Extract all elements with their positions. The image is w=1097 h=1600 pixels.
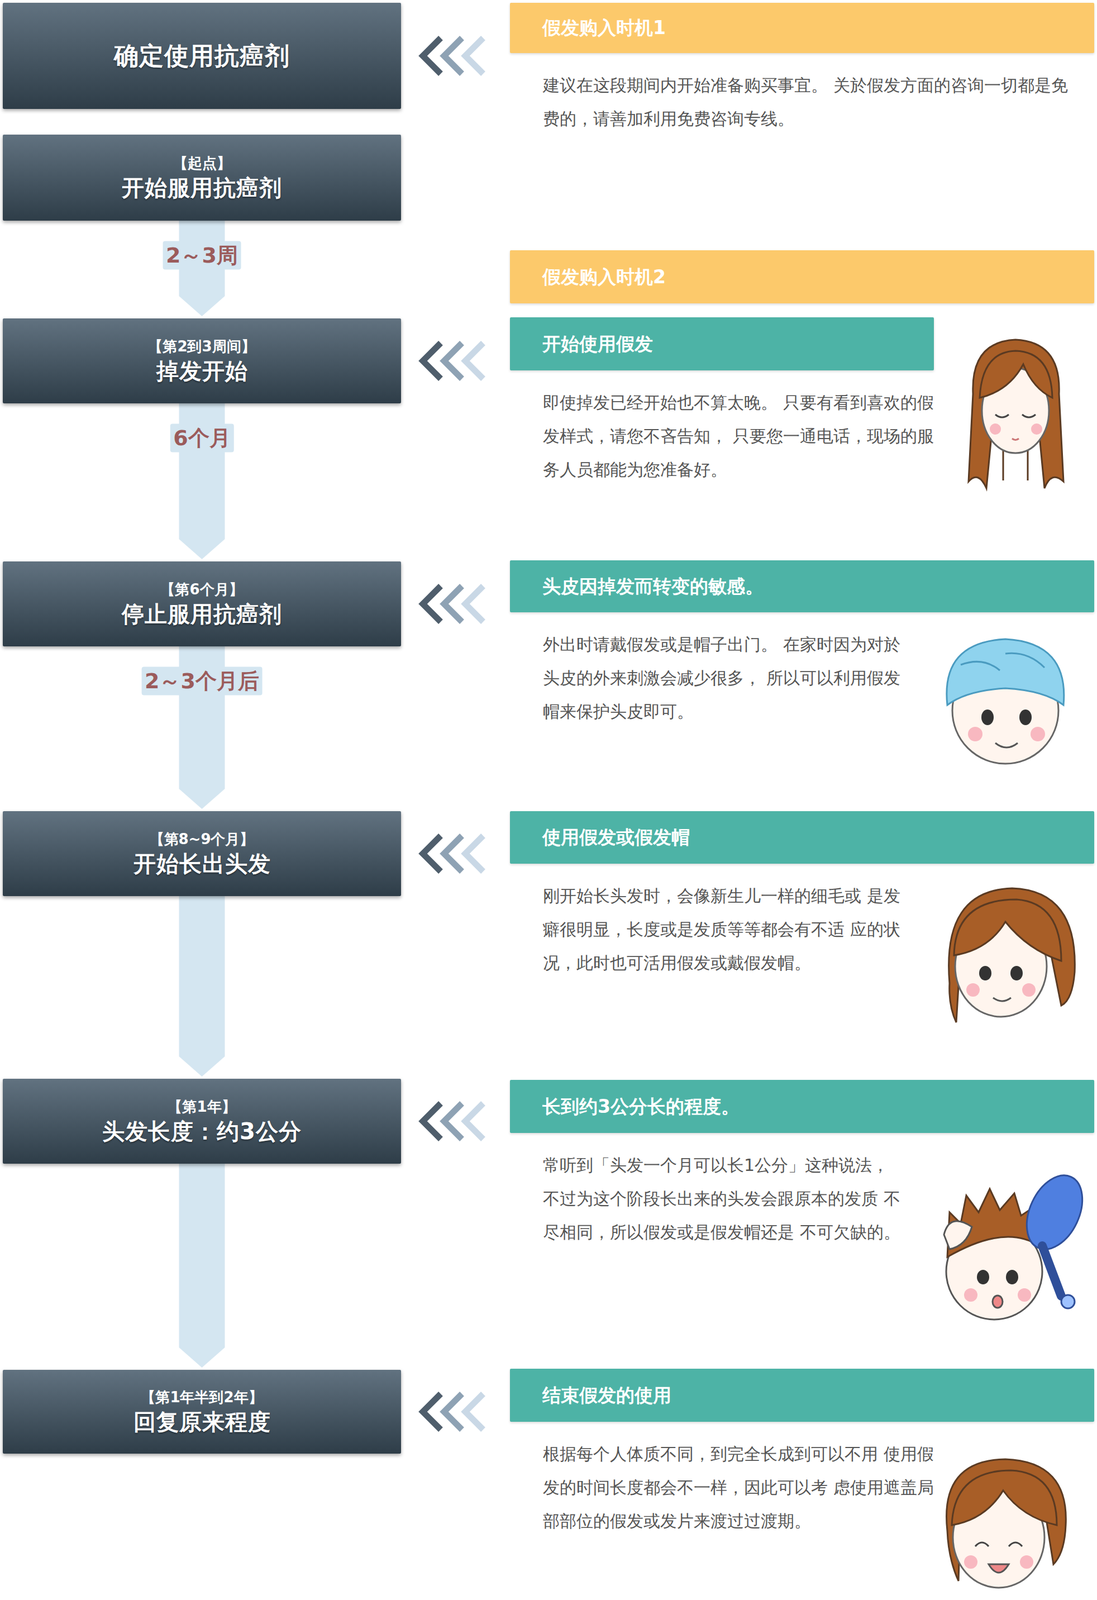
cap-face-figure (946, 638, 1065, 764)
chevron (465, 37, 484, 74)
chevron (422, 835, 441, 872)
flow-arrow (179, 895, 226, 1077)
heading-band: 结束假发的使用 (509, 1368, 1095, 1422)
chevron (465, 342, 484, 379)
girl-bob-hair-figure (948, 888, 1076, 1023)
chevron (444, 1393, 462, 1430)
note-text: 建议在这段期间内开始准备购买事宜。 关於假发方面的咨询一切都是免费的，请善加利用… (542, 68, 1080, 136)
duration-label: 2～3周 (162, 241, 242, 270)
heading-band: 假发购入时机1 (509, 2, 1095, 54)
heading-band: 长到约3公分长的程度。 (509, 1079, 1095, 1133)
step-box: 【第8~9个月】开始长出头发 (2, 811, 402, 896)
chevron (422, 37, 441, 74)
chevron-arrow (422, 342, 484, 379)
step-tag: 【起点】 (173, 153, 232, 174)
step-tag: 【第1年】 (167, 1096, 236, 1117)
chevron-arrow (422, 585, 484, 622)
band-heading: 假发购入时机2 (542, 264, 666, 290)
heading-band: 头皮因掉发而转变的敏感。 (509, 560, 1095, 613)
smiling-girl-figure (946, 1458, 1067, 1588)
arrow-band (179, 1163, 226, 1368)
chevron (422, 1103, 441, 1139)
note-text: 外出时请戴假发或是帽子出门。 在家时因为对於头皮的外来刺激会减少很多， 所以可以… (542, 627, 901, 729)
note-panel: 长到约3公分长的程度。常听到「头发一个月可以长1公分」这种说法， 不过为这个阶段… (509, 1079, 1095, 1249)
note-panel: 假发购入时机2 (509, 250, 1095, 304)
step-tag: 【第1年半到2年】 (140, 1386, 263, 1407)
band-heading: 使用假发或假发帽 (542, 824, 690, 850)
band-heading: 结束假发的使用 (542, 1382, 672, 1408)
note-panel: 结束假发的使用根据每个人体质不同，到完全长成到可以不用 使用假发的时间长度都会不… (509, 1368, 1095, 1538)
step-box: 确定使用抗癌剂 (2, 2, 402, 109)
chevron (444, 37, 462, 74)
chevron (422, 1393, 441, 1430)
band-heading: 开始使用假发 (542, 331, 653, 357)
step-tag: 【第6个月】 (160, 579, 243, 600)
heading-band: 使用假发或假发帽 (509, 811, 1095, 864)
step-title: 开始长出头发 (133, 849, 271, 879)
note-panel: 头皮因掉发而转变的敏感。外出时请戴假发或是帽子出门。 在家时因为对於头皮的外来刺… (509, 560, 1095, 729)
band-heading: 假发购入时机1 (542, 15, 666, 41)
flow-arrow (179, 1163, 226, 1368)
band-heading: 头皮因掉发而转变的敏感。 (542, 574, 764, 599)
step-box: 【第1年半到2年】回复原来程度 (2, 1369, 402, 1454)
girl-long-hair-figure (968, 339, 1064, 489)
note-text: 根据每个人体质不同，到完全长成到可以不用 使用假发的时间长度都会不一样，因此可以… (542, 1437, 934, 1538)
step-title: 回复原来程度 (133, 1406, 271, 1437)
note-panel: 假发购入时机1 建议在这段期间内开始准备购买事宜。 关於假发方面的咨询一切都是免费… (509, 2, 1095, 136)
step-box: 【第6个月】停止服用抗癌剂 (2, 561, 402, 647)
boy-with-brush-figure (943, 1166, 1094, 1320)
note-text: 刚开始长头发时，会像新生儿一样的细毛或 是发癖很明显，长度或是发质等等都会有不适… (542, 879, 901, 980)
chevron (422, 585, 441, 622)
step-box: 【第2到3周间】掉发开始 (2, 318, 402, 404)
chevron (465, 1393, 484, 1430)
chevron (444, 835, 462, 872)
chevron-arrow (422, 1393, 484, 1430)
step-title: 掉发开始 (156, 356, 248, 386)
chevron (444, 342, 462, 379)
chevron (465, 835, 484, 872)
heading-band: 假发购入时机2 (509, 250, 1095, 304)
duration-label: 6个月 (169, 423, 234, 453)
note-panel: 开始使用假发即使掉发已经开始也不算太晚。 只要有看到喜欢的假发样式，请您不吝告知… (509, 317, 934, 487)
step-tag: 【第2到3周间】 (148, 336, 256, 357)
chevron (465, 585, 484, 622)
step-title: 确定使用抗癌剂 (113, 41, 290, 71)
note-panel: 使用假发或假发帽刚开始长头发时，会像新生儿一样的细毛或 是发癖很明显，长度或是发… (509, 811, 1095, 980)
band-heading: 长到约3公分长的程度。 (542, 1094, 740, 1119)
step-box: 【第1年】头发长度：约3公分 (2, 1078, 402, 1164)
chevron (422, 342, 441, 379)
chevron-arrow (422, 1103, 484, 1139)
note-text: 常听到「头发一个月可以长1公分」这种说法， 不过为这个阶段长出来的头发会跟原本的… (542, 1148, 901, 1249)
step-box: 【起点】开始服用抗癌剂 (2, 134, 402, 221)
arrow-band (179, 895, 226, 1077)
step-tag: 【第8~9个月】 (149, 828, 255, 850)
duration-label: 2～3个月后 (141, 666, 263, 696)
chevron-arrow (422, 835, 484, 872)
note-text: 即使掉发已经开始也不算太晚。 只要有看到喜欢的假发样式，请您不吝告知， 只要您一… (542, 385, 934, 487)
chevron (465, 1103, 484, 1139)
step-title: 开始服用抗癌剂 (121, 173, 283, 203)
heading-band: 开始使用假发 (509, 317, 934, 371)
chevron-arrow (422, 37, 484, 74)
chevron (444, 585, 462, 622)
chevron (444, 1103, 462, 1139)
step-title: 头发长度：约3公分 (102, 1116, 302, 1146)
step-title: 停止服用抗癌剂 (121, 599, 283, 629)
